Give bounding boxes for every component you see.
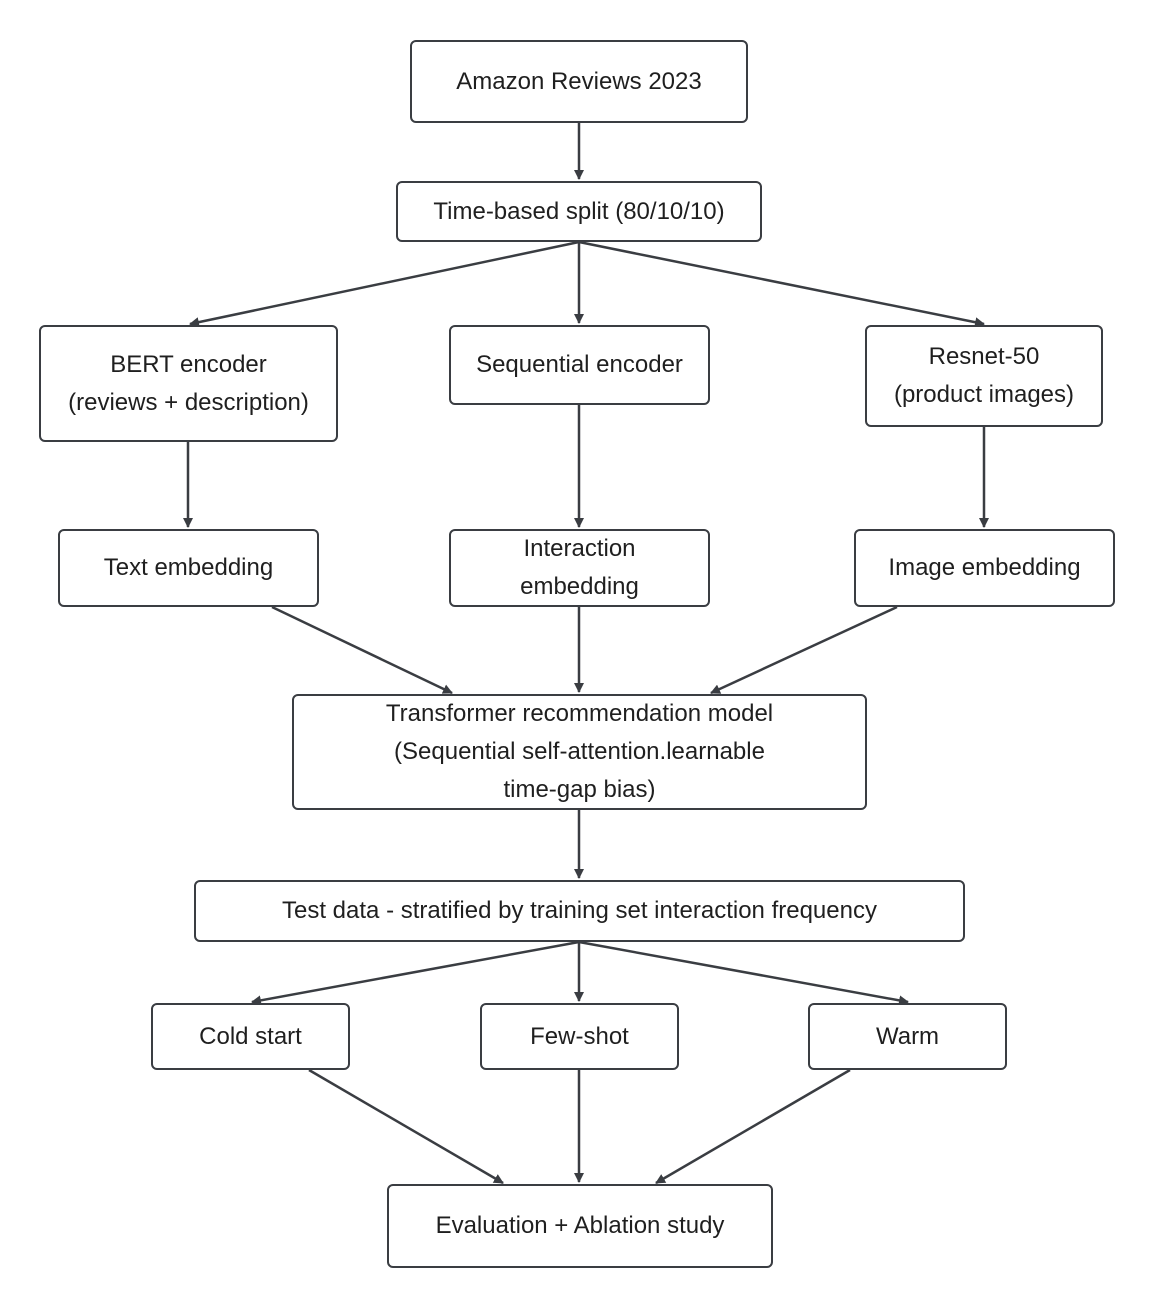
- edge-warm-eval: [655, 1068, 851, 1185]
- node-test-data: Test data - stratified by training set i…: [194, 880, 965, 942]
- node-image-embedding: Image embedding: [854, 529, 1115, 607]
- node-few-shot: Few-shot: [480, 1003, 679, 1070]
- node-label: Sequential encoder: [476, 351, 683, 378]
- node-cold-start: Cold start: [151, 1003, 350, 1070]
- node-label: Image embedding: [888, 554, 1081, 581]
- node-amazon-reviews: Amazon Reviews 2023: [410, 40, 748, 123]
- edge-text-transformer: [271, 605, 453, 695]
- node-sequential-encoder: Sequential encoder: [449, 325, 710, 405]
- node-label: Few-shot: [530, 1022, 629, 1050]
- node-label: Warm: [875, 1022, 940, 1050]
- node-text-embedding: Text embedding: [58, 529, 319, 607]
- edge-image-transformer: [710, 605, 898, 695]
- node-time-split: Time-based split (80/10/10): [396, 181, 762, 242]
- node-evaluation: Evaluation + Ablation study: [387, 1184, 773, 1268]
- edge-test-cold: [251, 940, 580, 1006]
- node-label: Amazon Reviews 2023: [456, 67, 702, 95]
- edge-split-resnet: [578, 240, 985, 328]
- node-label: Text embedding: [103, 554, 274, 581]
- node-label: Evaluation + Ablation study: [435, 1212, 725, 1239]
- edge-cold-eval: [308, 1068, 504, 1185]
- node-transformer-model: Transformer recommendation model (Sequen…: [292, 694, 867, 810]
- node-warm: Warm: [808, 1003, 1007, 1070]
- node-label: Test data - stratified by training set i…: [282, 897, 877, 924]
- node-label: BERT encoder (reviews + description): [68, 350, 309, 416]
- node-bert-encoder: BERT encoder (reviews + description): [39, 325, 338, 442]
- node-label: Cold start: [199, 1022, 302, 1050]
- edge-split-bert: [189, 240, 580, 328]
- edge-test-warm: [578, 940, 909, 1006]
- node-label: Time-based split (80/10/10): [433, 197, 725, 225]
- node-interaction-embedding: Interaction embedding: [449, 529, 710, 607]
- node-resnet: Resnet-50 (product images): [865, 325, 1103, 427]
- node-label: Interaction embedding: [520, 535, 639, 600]
- node-label: Transformer recommendation model (Sequen…: [385, 700, 774, 803]
- node-label: Resnet-50 (product images): [893, 343, 1075, 408]
